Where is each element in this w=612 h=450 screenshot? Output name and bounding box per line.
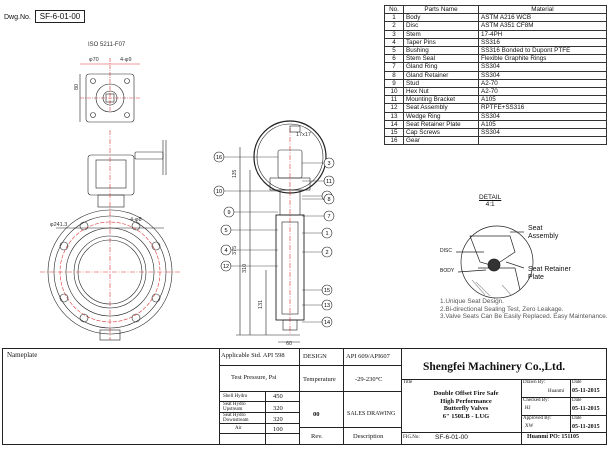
description-label: Description xyxy=(353,433,384,440)
detail-scale: 4:1 xyxy=(485,201,495,208)
test-pressure-label: Test Pressure, Psi xyxy=(231,374,277,381)
dwg-number-value: SF-6-01-00 xyxy=(34,10,86,23)
callout-number: 16 xyxy=(216,155,222,161)
callout-number: 15 xyxy=(324,288,330,294)
callout-number: 13 xyxy=(324,303,330,309)
nameplate-label: Nameplate xyxy=(7,351,38,359)
callout-number: 2 xyxy=(325,250,328,256)
dim-131: 131 xyxy=(258,300,264,309)
checked-by-label: Checked By: xyxy=(523,398,549,403)
seat-up-label: Seat Hydro Upstream xyxy=(223,402,246,412)
design-notes: 1.Unique Seat Design. 2.Bi-directional S… xyxy=(440,298,608,321)
checked-date: 05-11-2015 xyxy=(572,406,600,412)
temperature-value: -29-230°C xyxy=(355,376,383,383)
title-label: Title xyxy=(403,380,413,385)
approved-date: 05-11-2015 xyxy=(572,424,600,430)
seat-retainer-label: Seat Retainer Plate xyxy=(528,266,571,281)
callout-number: 8 xyxy=(327,197,330,203)
title-line-3: Butterfly Valves xyxy=(443,405,489,412)
part-callouts: 16311106897514212151314 xyxy=(213,151,335,328)
air-label: Air xyxy=(235,426,242,431)
approved-by: XW xyxy=(525,424,534,429)
drawn-by: Huanmi xyxy=(548,389,565,394)
company-name: Shengfei Machinery Co.,Ltd. xyxy=(423,361,566,373)
valve-title: Double Offset Fire Safe High Performance… xyxy=(413,390,519,420)
callout-number: 14 xyxy=(324,320,330,326)
iso-label: ISO 5211-F07 xyxy=(88,42,126,48)
shell-label: Shell Hydro xyxy=(223,394,248,399)
dim-4-9: 4-φ9 xyxy=(120,57,132,63)
callout-number: 1 xyxy=(325,231,328,237)
drawn-by-label: Drawn By: xyxy=(523,380,546,385)
disc-label: DISC xyxy=(440,248,452,254)
drawn-date-label: Date xyxy=(572,380,582,385)
design-label: DESIGN xyxy=(303,353,327,360)
dim-17x17: 17x17 xyxy=(296,132,311,138)
design-value: API 609/API607 xyxy=(346,353,390,360)
part-material: Flexible Graphite Rings xyxy=(478,54,607,64)
approved-by-label: Approved By: xyxy=(523,416,552,421)
po-number: Huanmi PO: 151105 xyxy=(527,434,580,440)
seat-up-value: 320 xyxy=(273,405,283,412)
part-material xyxy=(478,136,607,146)
part-material: SS316 Bonded to Dupont PTFE xyxy=(478,46,607,56)
note-2: 2.Bi-directional Sealing Test, Zero Leak… xyxy=(440,305,564,313)
sales-drawing: SALES DRAWING xyxy=(347,411,396,417)
callout-number: 9 xyxy=(227,210,230,216)
callout-number: 5 xyxy=(224,228,227,234)
dim-80: 80 xyxy=(74,84,80,90)
drawn-date: 05-11-2015 xyxy=(572,388,600,394)
applicable-std-value: API 598 xyxy=(262,352,285,359)
title-line-2: High Performance xyxy=(440,397,492,405)
callout-number: 4 xyxy=(224,248,227,254)
air-value: 100 xyxy=(273,426,283,433)
title-line-1: Double Offset Fire Safe xyxy=(433,390,499,397)
callout-number: 3 xyxy=(327,161,330,167)
dwg-number: Dwg.No. SF-6-01-00 xyxy=(4,10,86,23)
dim-4-8: 4-φ8 xyxy=(130,217,142,223)
shell-value: 450 xyxy=(273,393,283,400)
rev-label: Rev. xyxy=(311,433,323,440)
dim-70: φ70 xyxy=(89,57,99,63)
temperature-label: Temperature xyxy=(303,376,336,383)
callout-number: 10 xyxy=(216,189,222,195)
detail-heading: DETAIL 4:1 xyxy=(479,194,501,208)
callout-number: 7 xyxy=(327,214,330,220)
seat-assembly-label: Seat Assembly xyxy=(528,225,559,240)
title-line-4: 6" 150LB - LUG xyxy=(442,412,490,420)
seat-down-value: 320 xyxy=(273,416,283,423)
callout-number: 12 xyxy=(223,264,229,270)
dim-60: 60 xyxy=(286,341,292,347)
dim-241: φ241.3 xyxy=(50,222,67,228)
title-block: Nameplate Applicable Std. API 598 DESIGN… xyxy=(2,348,607,445)
approved-date-label: Date xyxy=(572,416,582,421)
dwg-label: Dwg.No. xyxy=(4,14,31,21)
note-3: 3.Valve Seats Can Be Easily Replaced. Ea… xyxy=(440,313,608,320)
applicable-std: Applicable Std. API 598 xyxy=(221,352,285,359)
note-1: 1.Unique Seat Design. xyxy=(440,298,504,305)
fig-no-label: FIG.No: xyxy=(403,435,420,440)
rev-number: 00 xyxy=(313,411,320,418)
detail-title: DETAIL xyxy=(479,194,502,201)
checked-by: HJ xyxy=(525,406,531,411)
dim-310: 310 xyxy=(242,264,248,273)
dim-375: 375 xyxy=(232,246,238,255)
body-label: BODY xyxy=(440,268,455,274)
seat-down-label: Seat Hydro Downstream xyxy=(223,413,249,423)
applicable-std-label: Applicable Std. xyxy=(221,352,262,359)
callout-number: 11 xyxy=(326,179,332,185)
fig-no: SF-6-01-00 xyxy=(435,434,468,441)
svg-text:135: 135 xyxy=(232,169,238,178)
checked-date-label: Date xyxy=(572,398,582,403)
parts-table-header: No. Parts Name Material xyxy=(384,4,607,15)
col-material: Material xyxy=(478,4,607,15)
